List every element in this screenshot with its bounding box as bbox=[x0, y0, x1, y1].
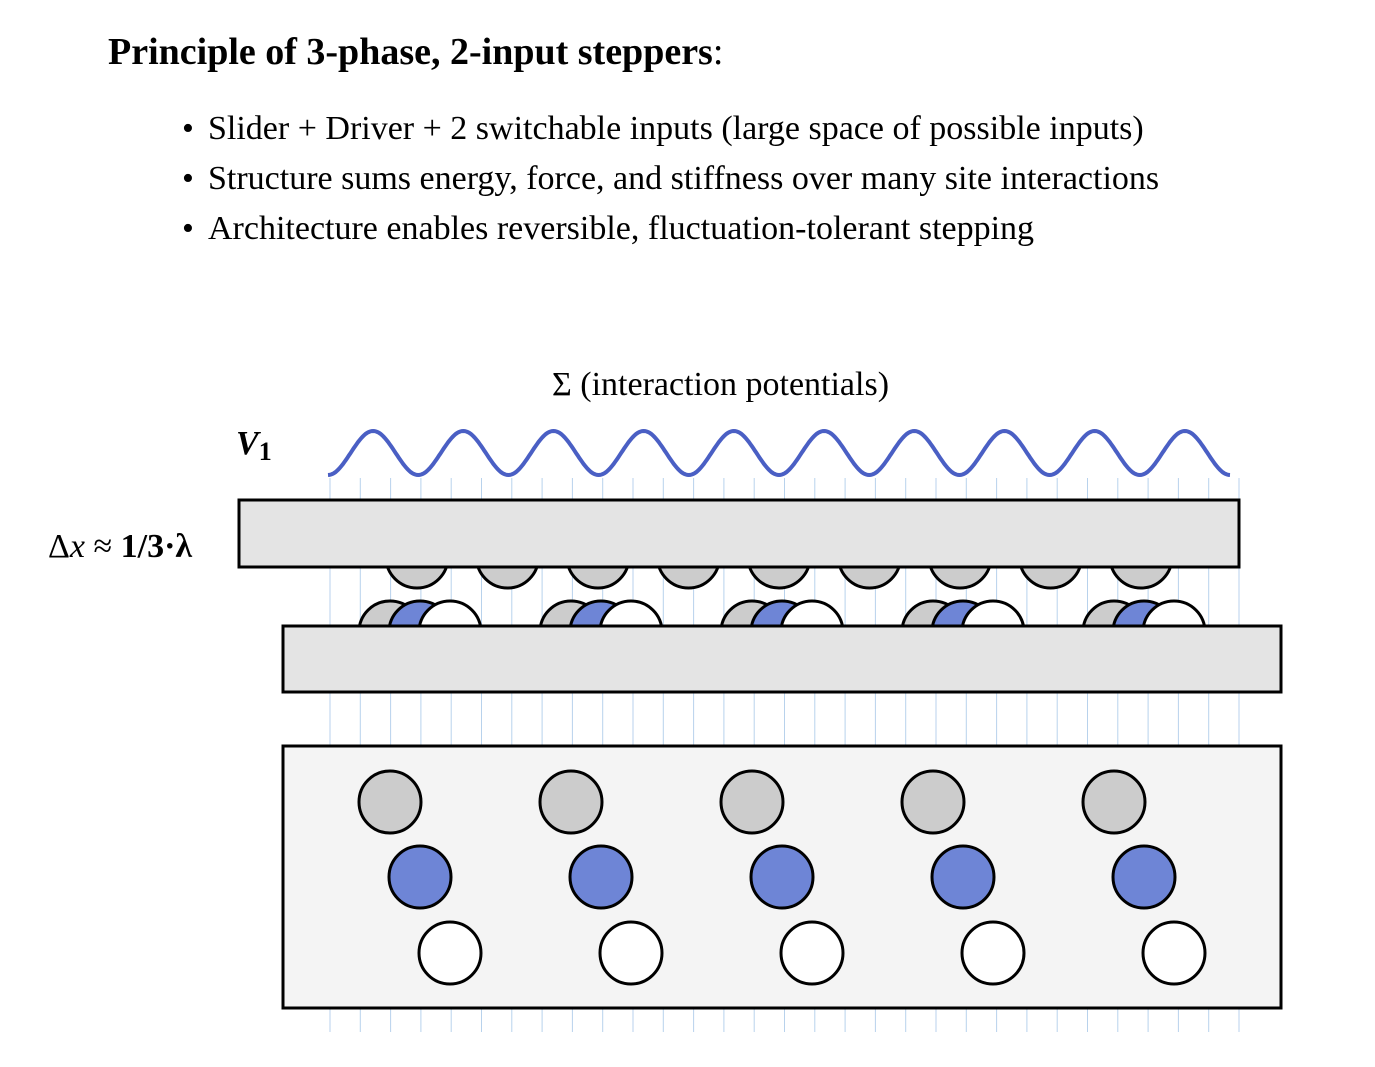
panel-blue-site bbox=[749, 844, 815, 910]
v1-letter: V bbox=[236, 425, 259, 462]
panel-white-site bbox=[1141, 920, 1207, 986]
dx-variable: x bbox=[69, 528, 85, 565]
bullet-dot: • bbox=[182, 110, 194, 147]
panel-blue-site bbox=[930, 844, 996, 910]
bullet-item: • Structure sums energy, force, and stiff… bbox=[182, 154, 1159, 204]
bullet-item: • Architecture enables reversible, fluctu… bbox=[182, 204, 1159, 254]
v1-label: V1 bbox=[236, 425, 272, 467]
panel-gray-site bbox=[1081, 769, 1147, 835]
panel-site-array bbox=[357, 769, 1207, 986]
panel-white-site bbox=[598, 920, 664, 986]
delta-symbol: Δ bbox=[48, 528, 70, 565]
panel-gray-site bbox=[719, 769, 785, 835]
panel-blue-site bbox=[1111, 844, 1177, 910]
panel-white-site bbox=[960, 920, 1026, 986]
panel-blue-site bbox=[568, 844, 634, 910]
interaction-potentials-label: Σ (interaction potentials) bbox=[552, 366, 890, 403]
panel-blue-site bbox=[387, 844, 453, 910]
bullet-text: Structure sums energy, force, and stiffn… bbox=[208, 160, 1160, 197]
bullet-list: • Slider + Driver + 2 switchable inputs (… bbox=[182, 104, 1159, 254]
driver-bar bbox=[281, 624, 1283, 694]
panel-gray-site bbox=[900, 769, 966, 835]
dx-value: 1/3·λ bbox=[120, 528, 193, 565]
slider-bar bbox=[237, 498, 1241, 569]
bullet-item: • Slider + Driver + 2 switchable inputs (… bbox=[182, 104, 1159, 154]
slide-title: Principle of 3-phase, 2-input steppers: bbox=[108, 30, 723, 74]
bullet-text: Architecture enables reversible, fluctua… bbox=[208, 210, 1035, 247]
panel-white-site bbox=[417, 920, 483, 986]
interaction-potential-wave bbox=[327, 428, 1231, 478]
displacement-label: Δx ≈ 1/3·λ bbox=[48, 528, 192, 566]
bullet-text: Slider + Driver + 2 switchable inputs (l… bbox=[208, 110, 1144, 147]
panel-white-site bbox=[779, 920, 845, 986]
v1-subscript: 1 bbox=[258, 437, 272, 466]
approx-symbol: ≈ bbox=[84, 528, 121, 565]
panel-gray-site bbox=[538, 769, 604, 835]
bullet-dot: • bbox=[182, 210, 194, 247]
bullet-dot: • bbox=[182, 160, 194, 197]
slide-title-bold: Principle of 3-phase, 2-input steppers bbox=[108, 31, 713, 73]
slide-title-suffix: : bbox=[712, 31, 724, 73]
panel-gray-site bbox=[357, 769, 423, 835]
